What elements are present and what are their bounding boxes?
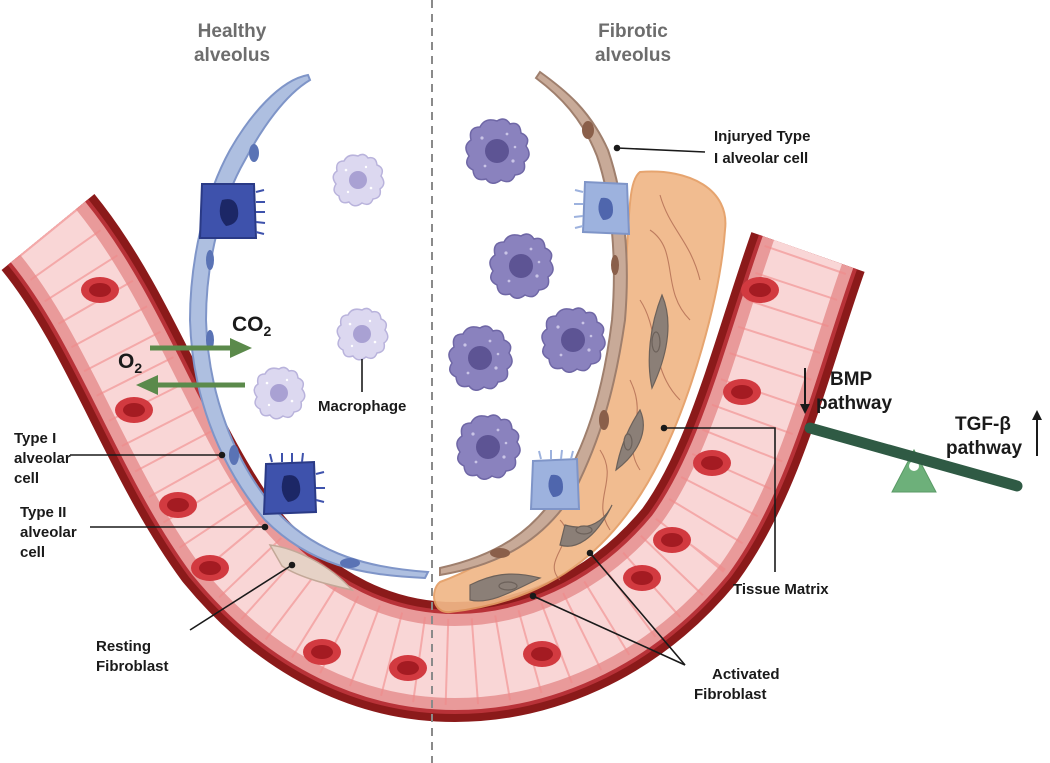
- tgf-up-arrow-icon: [1032, 410, 1042, 456]
- svg-text:I alveolar cell: I alveolar cell: [714, 150, 808, 167]
- macrophage-fibrotic: [448, 325, 513, 392]
- seesaw-beam: [804, 422, 1023, 492]
- tgf-label: TGF-β: [955, 414, 1011, 435]
- svg-text:CO2: CO2: [232, 313, 272, 339]
- svg-text:cell: cell: [20, 544, 45, 561]
- red-blood-cell: [741, 277, 779, 303]
- o2-arrow: O2: [118, 350, 245, 395]
- type1-nucleus: [229, 445, 239, 465]
- tgf-pathway-label: pathway: [946, 438, 1022, 459]
- svg-text:O2: O2: [118, 350, 142, 376]
- co2-label: CO: [232, 313, 264, 336]
- svg-text:Activated: Activated: [712, 666, 780, 683]
- macrophage-healthy: [336, 307, 389, 361]
- tissue-matrix-label: Tissue Matrix: [733, 581, 829, 598]
- red-blood-cell: [653, 527, 691, 553]
- svg-text:Type I: Type I: [14, 430, 56, 447]
- svg-text:alveolus: alveolus: [194, 45, 270, 66]
- svg-text:cell: cell: [14, 470, 39, 487]
- type2-label: Type II alveolar cell: [20, 504, 77, 561]
- healthy-epithelium: [188, 73, 430, 592]
- red-blood-cell: [191, 555, 229, 581]
- type2-cell: [198, 183, 266, 239]
- activated-fibroblast-label: Activated Fibroblast: [694, 666, 780, 703]
- resting-fibroblast: [268, 544, 355, 592]
- macrophages: [253, 118, 606, 481]
- blood-vessel: [0, 194, 865, 723]
- svg-text:alveolar: alveolar: [20, 524, 77, 541]
- svg-text:Fibroblast: Fibroblast: [96, 658, 169, 675]
- injured-type2-cell: [529, 449, 581, 510]
- bmp-down-arrow-icon: [800, 368, 810, 414]
- macrophage-healthy: [253, 366, 306, 420]
- red-blood-cell: [693, 450, 731, 476]
- injured-type2-cell: [573, 180, 631, 236]
- svg-text:Resting: Resting: [96, 638, 151, 655]
- svg-text:Healthy: Healthy: [198, 21, 267, 42]
- red-blood-cell: [159, 492, 197, 518]
- leader-lines: [70, 144, 776, 666]
- bmp-pathway-label: pathway: [816, 393, 892, 414]
- macrophage-fibrotic: [541, 307, 606, 374]
- red-blood-cell: [723, 379, 761, 405]
- type1-nucleus: [206, 330, 214, 350]
- svg-text:Fibrotic: Fibrotic: [598, 21, 668, 42]
- type1-nucleus: [249, 144, 259, 162]
- pathway-balance: BMP pathway TGF-β pathway: [800, 368, 1042, 493]
- type1-label: Type I alveolar cell: [14, 430, 71, 487]
- type1-nucleus: [206, 250, 214, 270]
- red-blood-cell: [81, 277, 119, 303]
- injured-type1-label: Injuryed Type I alveolar cell: [714, 128, 810, 167]
- red-blood-cell: [115, 397, 153, 423]
- o2-subscript: 2: [134, 360, 142, 376]
- red-blood-cell: [389, 655, 427, 681]
- bmp-label: BMP: [830, 369, 873, 390]
- activated-fibroblasts: [469, 293, 669, 602]
- macrophage-label: Macrophage: [318, 398, 406, 415]
- fibrotic-header: Fibrotic alveolus: [595, 21, 671, 66]
- macrophage-healthy: [332, 153, 385, 207]
- svg-text:Fibroblast: Fibroblast: [694, 686, 767, 703]
- healthy-header: Healthy alveolus: [194, 21, 270, 66]
- type2-cell: [262, 452, 325, 516]
- macrophage-fibrotic: [489, 233, 554, 300]
- red-blood-cell: [623, 565, 661, 591]
- co2-subscript: 2: [264, 323, 272, 339]
- svg-text:alveolus: alveolus: [595, 45, 671, 66]
- svg-text:alveolar: alveolar: [14, 450, 71, 467]
- macrophage-fibrotic: [456, 414, 521, 481]
- o2-label: O: [118, 350, 134, 373]
- red-blood-cell: [303, 639, 341, 665]
- resting-fibroblast-label: Resting Fibroblast: [96, 638, 169, 675]
- type1-nucleus: [340, 558, 360, 568]
- co2-arrow: CO2: [150, 313, 272, 358]
- svg-text:Injuryed Type: Injuryed Type: [714, 128, 810, 145]
- fibrotic-epithelium: [439, 70, 669, 602]
- macrophage-fibrotic: [465, 118, 530, 185]
- svg-text:Type II: Type II: [20, 504, 66, 521]
- red-blood-cell: [523, 641, 561, 667]
